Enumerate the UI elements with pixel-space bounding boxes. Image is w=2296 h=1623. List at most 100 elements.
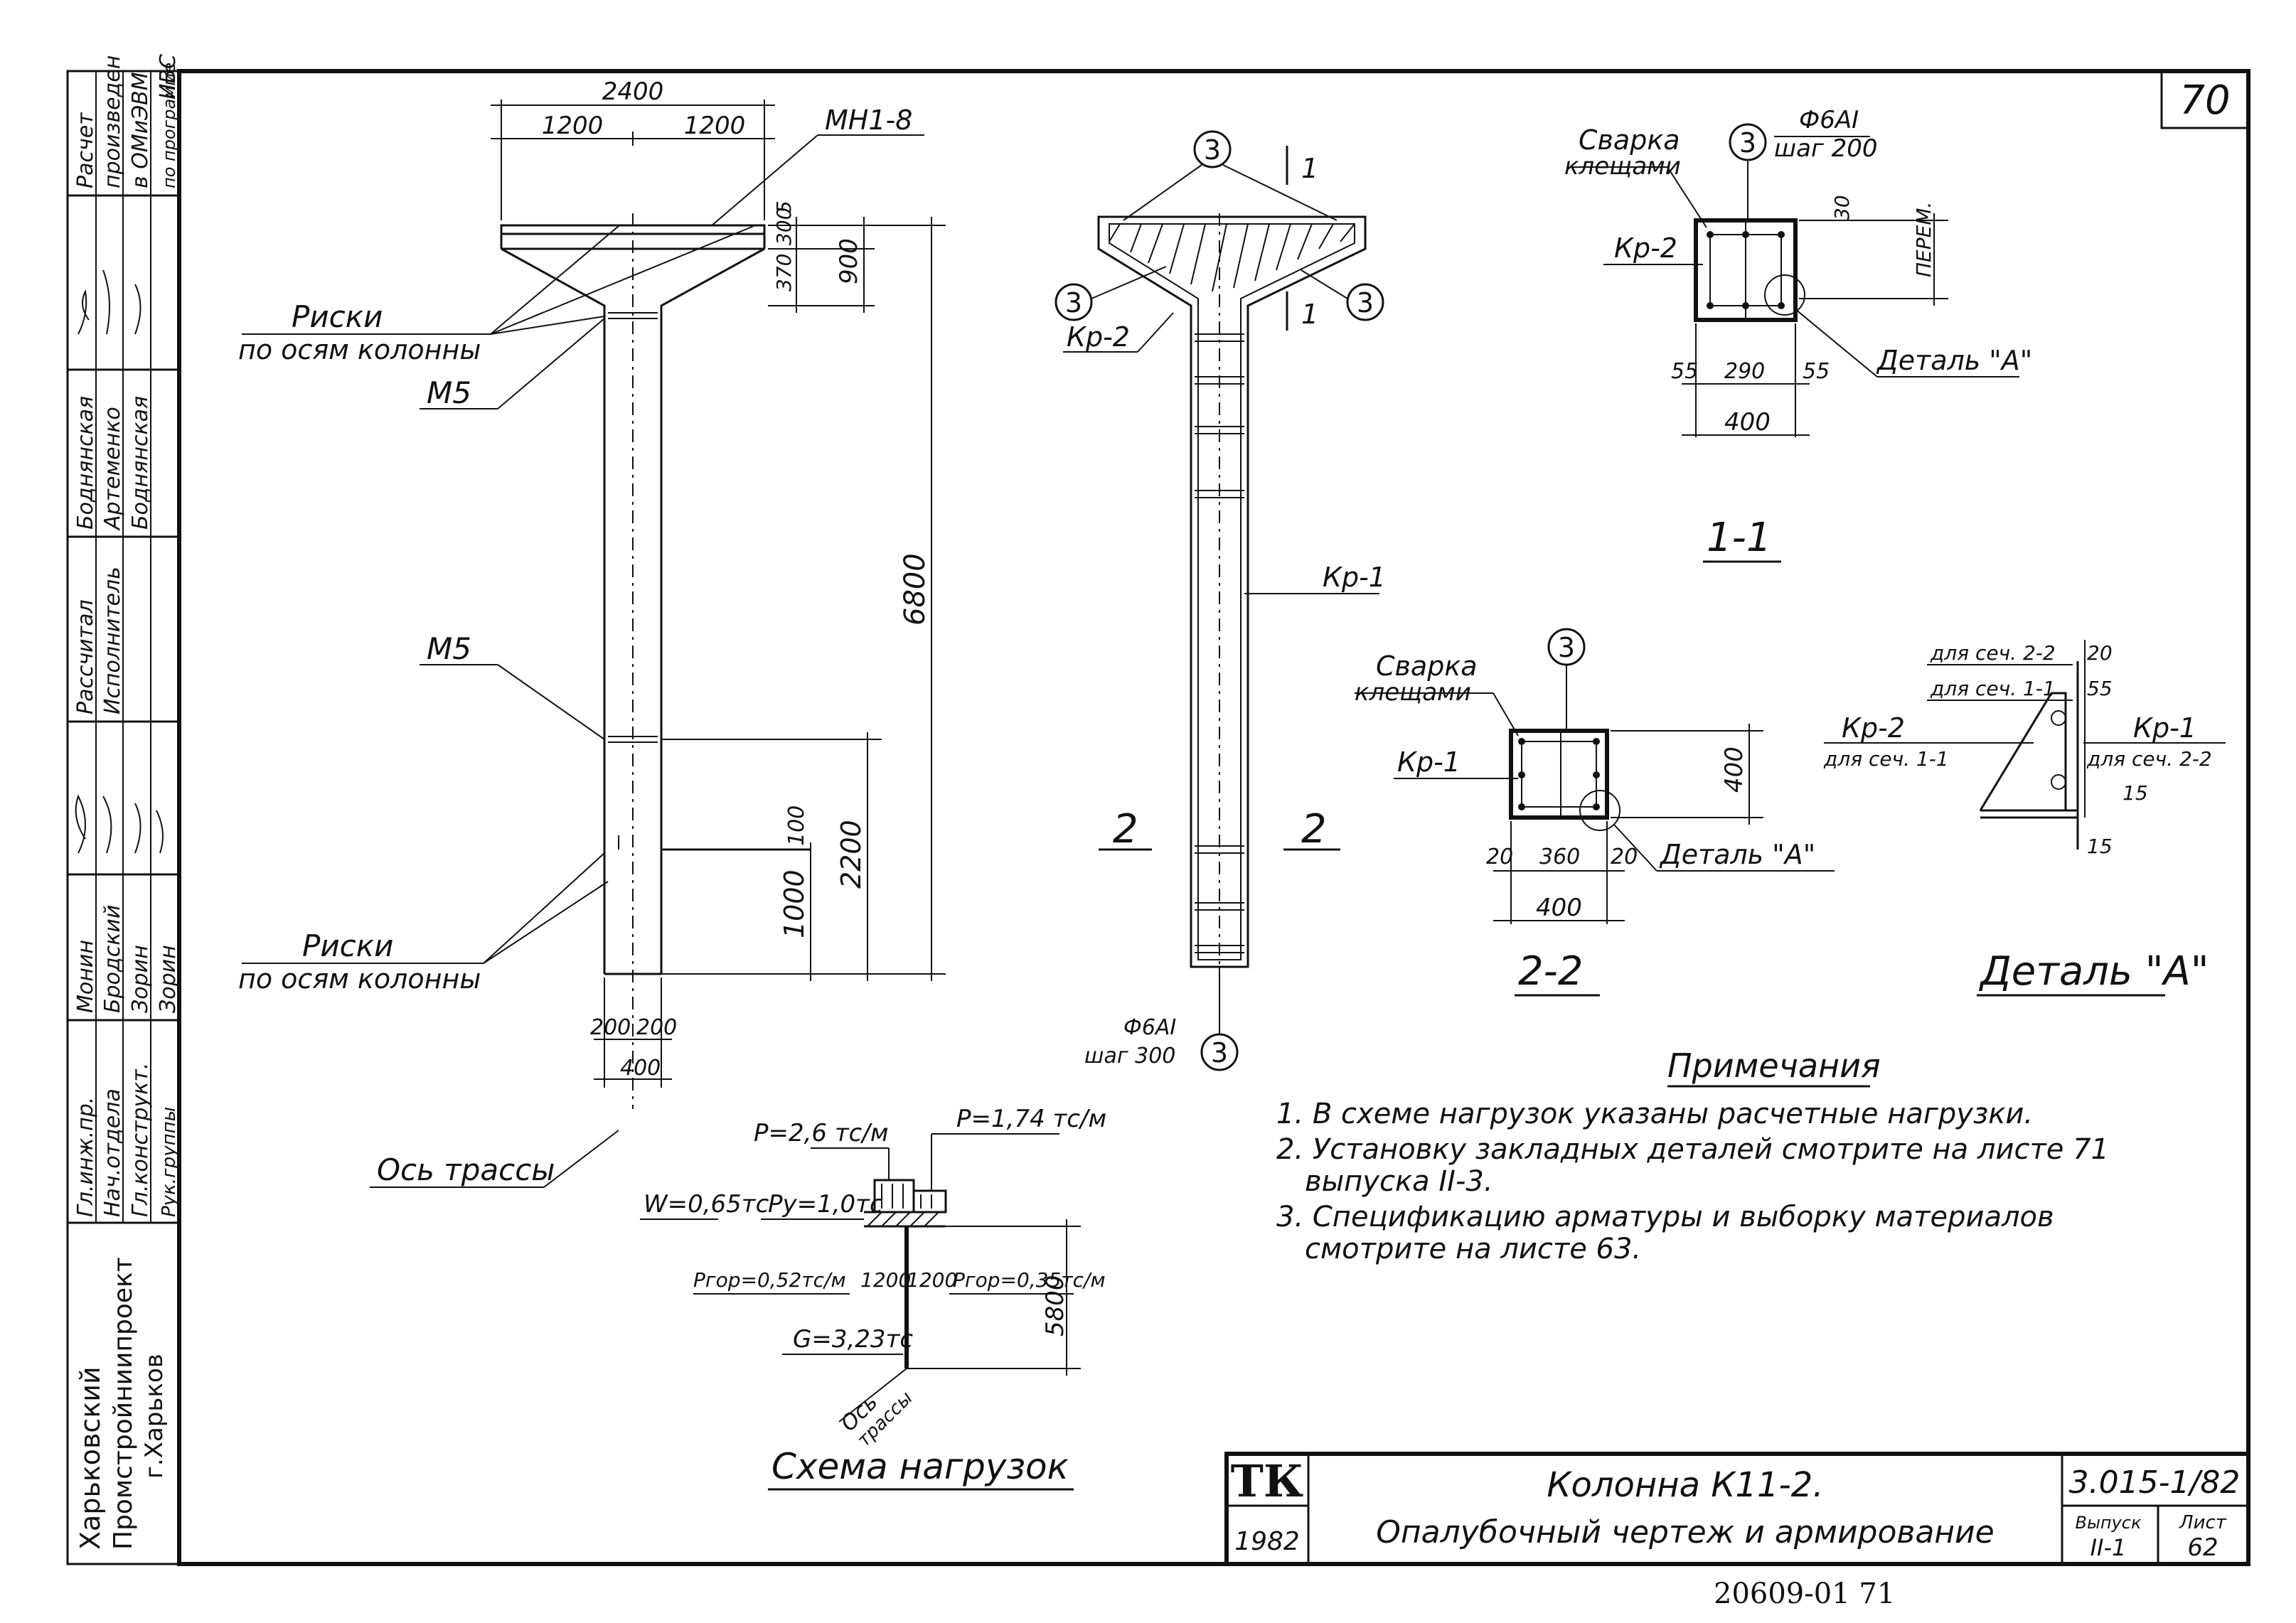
cut-2-right: 2 [1301,806,1327,852]
load-1200b: 1200 [907,1268,957,1292]
notes: Примечания 1. В схеме нагрузок указаны р… [1276,1046,2109,1265]
stamp-calc-5: ИВС [156,54,181,100]
org-line-2: Промстройниипроект [109,1257,138,1550]
rebar-label-bottom: Ф6АI [1123,1015,1176,1040]
cut-1-bot: 1 [1301,299,1318,330]
da-for11: для сеч. 1-1 [1930,677,2056,700]
label-kr1: Кр-1 [1323,562,1386,593]
da-v15b: 15 [2087,835,2113,858]
s22-detail: Деталь "А" [1659,839,1815,870]
label-mn18: МН1-8 [825,105,912,136]
stamp-name-bodn-1: Боднянская [73,396,98,530]
tb-logo: ТК [1231,1455,1304,1507]
stamp-name-zorin-1: Зорин [128,945,153,1013]
label-riski-top-sub: по осям колонны [238,334,481,365]
s11-d290: 290 [1724,359,1765,384]
s22-d360: 360 [1539,845,1580,869]
outer-frame [177,69,2250,1566]
load-g: G=3,23тс [793,1325,913,1354]
stamp-role-2: Нач.отдела [100,1088,125,1217]
s22-kr1: Кр-1 [1397,746,1461,778]
da-kr2-for: для сеч. 1-1 [1823,747,1949,771]
tb-sheet-label: Лист [2179,1512,2227,1533]
da-kr2: Кр-2 [1842,712,1905,744]
stamp-name-zorin-2: Зорин [156,945,181,1013]
mark-3-left: 3 [1065,287,1082,318]
mark-3-top: 3 [1204,134,1221,166]
stamp-hdr-1: Рассчитал [73,599,98,714]
stamp-calc-1: Расчет [73,112,98,188]
load-pgor2: Pгор=0,35тс/м [953,1268,1106,1292]
notes-title: Примечания [1667,1046,1881,1085]
label-m5-mid: М5 [427,631,471,666]
rebar-step-bottom: шаг 300 [1084,1044,1175,1068]
load-pgor1: Pгор=0,52тс/м [693,1268,846,1292]
s11-perem: ПЕРЕМ. [1912,202,1935,277]
tb-archive: 20609-01 71 [1714,1578,1895,1610]
da-kr1-for: для сеч. 2-2 [2086,747,2212,771]
stamp-name-monin: Монин [73,940,98,1013]
sheet-number-box: 70 [2160,70,2250,129]
da-kr1: Кр-1 [2133,712,2196,744]
dim-1000: 1000 [779,869,810,938]
tb-subtitle: Опалубочный чертеж и армирование [1376,1514,1994,1550]
s11-mark3: 3 [1739,127,1756,159]
tb-sheet: 62 [2187,1533,2218,1562]
dim-200a: 200 [590,1015,631,1040]
stamp-role-1: Гл.инж.пр. [73,1097,98,1217]
dim-370: 370 [772,254,796,291]
s11-kr2: Кр-2 [1614,232,1677,264]
stamp-calc-2: произведен [100,55,125,188]
s11-title: 1-1 [1707,515,1771,561]
s11-step: шаг 200 [1774,134,1878,163]
load-w: W=0,65тс [644,1190,769,1218]
dim-2400: 2400 [602,77,664,106]
detail-a: для сеч. 2-2 20 для сеч. 1-1 55 Кр-2 для… [1823,640,2226,997]
load-title: Схема нагрузок [771,1446,1069,1487]
tb-issue: II-1 [2091,1534,2127,1561]
stamp-hdr-2: Исполнитель [100,567,125,714]
label-riski-bot: Риски [302,928,393,963]
da-v15a: 15 [2123,781,2148,805]
da-for22: для сеч. 2-2 [1930,641,2056,665]
da-v55: 55 [2087,677,2113,700]
load-h5800: 5800 [1041,1275,1069,1337]
tb-code: 3.015-1/82 [2069,1464,2241,1501]
s22-mark3: 3 [1558,632,1575,663]
s11-detail: Деталь "А" [1876,345,2032,376]
org-line-1: Харьковский [75,1366,106,1550]
tb-issue-label: Выпуск [2076,1513,2142,1533]
section-1-1: Сварка клещами 3 Ф6АI шаг 200 Кр-2 ПЕРЕМ… [1564,106,2032,563]
da-v20: 20 [2087,641,2113,665]
note-3b: смотрите на листе 63. [1305,1233,1641,1265]
stamp-name-bodn-2: Боднянская [128,396,153,530]
load-scheme: 5800 P=2,6 тс/м P=1,74 тс/м W=0,65тс Py=… [640,1105,1106,1491]
s22-kleshami: клещами [1355,678,1471,707]
sheet-number: 70 [2179,77,2230,124]
stamp-calc-4: по программе [159,63,179,188]
s22-d400v: 400 [1720,746,1748,793]
tb-name: Колонна К11-2. [1547,1465,1823,1505]
title-block: ТК 1982 Колонна К11-2. Опалубочный черте… [1224,1452,2250,1610]
org-line-3: г.Харьков [140,1354,169,1479]
cut-1-top: 1 [1301,153,1318,184]
label-m5-top: М5 [427,375,471,410]
stamp-name-artem: Артеменко [100,407,125,531]
dim-200b: 200 [636,1015,677,1040]
s22-title: 2-2 [1518,948,1583,995]
dim-900: 900 [835,238,863,284]
dim-5: 5 [772,200,796,213]
tb-year: 1982 [1234,1527,1300,1556]
load-p2: P=1,74 тс/м [956,1105,1106,1133]
cut-2-left: 2 [1113,806,1138,852]
dim-400: 400 [620,1056,661,1081]
note-2b: выпуска II-3. [1305,1165,1493,1198]
mark-3-bottom: 3 [1211,1037,1228,1068]
load-p1: P=2,6 тс/м [754,1119,888,1147]
dim-1200-right: 1200 [684,112,746,140]
note-2: 2. Установку закладных деталей смотрите … [1276,1133,2109,1166]
section-2-2: Сварка клещами 3 Кр-1 400 20 360 20 400 … [1355,628,1835,997]
s22-d400: 400 [1536,894,1582,922]
dim-2200: 2200 [835,820,867,889]
